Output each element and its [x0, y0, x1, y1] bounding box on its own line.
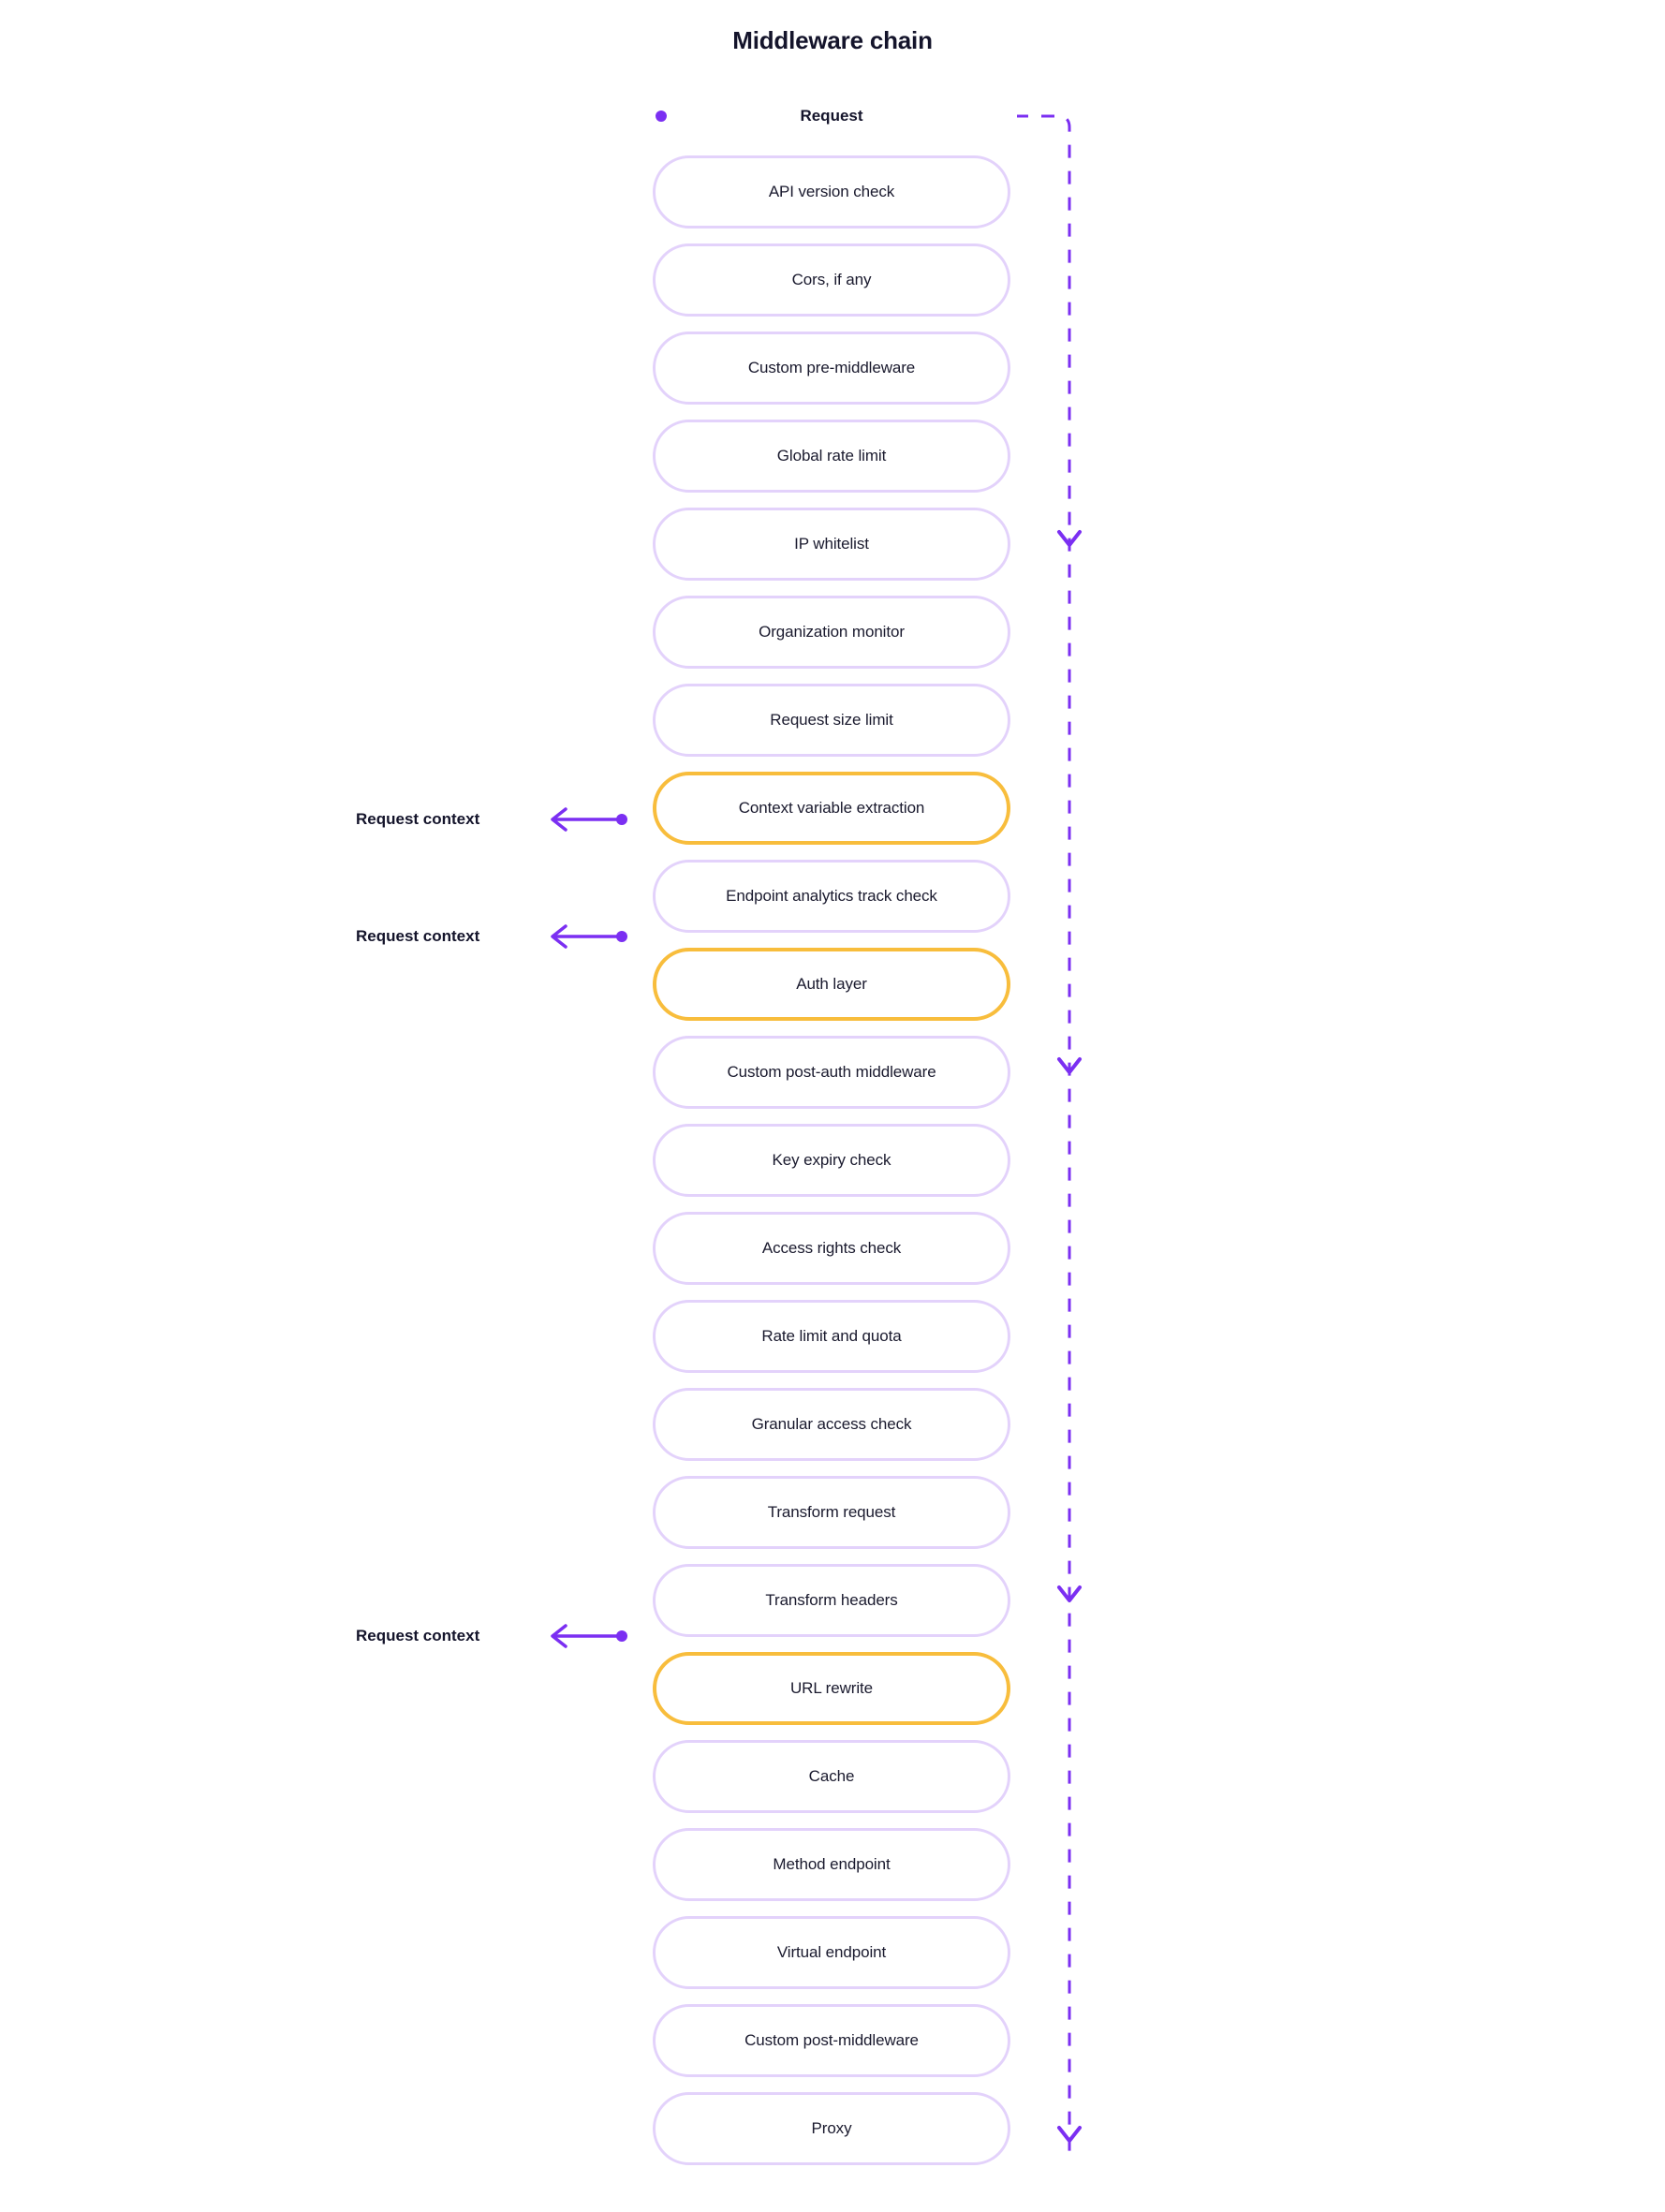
node-label: IP whitelist	[794, 535, 869, 553]
node-label: Endpoint analytics track check	[726, 887, 937, 905]
node-label: API version check	[768, 183, 895, 200]
annotation-label: Request context	[356, 1627, 480, 1644]
middleware-node-highlighted[interactable]: Auth layer	[653, 948, 1010, 1021]
middleware-node[interactable]: Endpoint analytics track check	[653, 860, 1010, 933]
node-label: Custom post-auth middleware	[727, 1063, 936, 1081]
middleware-node-highlighted[interactable]: Context variable extraction	[653, 772, 1010, 845]
annotation-request-context: Request context	[356, 922, 637, 951]
node-label: Virtual endpoint	[776, 1943, 887, 1961]
middleware-node[interactable]: Cache	[653, 1740, 1010, 1813]
middleware-node[interactable]: Method endpoint	[653, 1828, 1010, 1901]
node-label: Cache	[808, 1767, 855, 1785]
node-label: Transform headers	[765, 1591, 898, 1609]
middleware-node[interactable]: Custom pre-middleware	[653, 332, 1010, 405]
middleware-node-highlighted[interactable]: URL rewrite	[653, 1652, 1010, 1725]
middleware-node[interactable]: Global rate limit	[653, 420, 1010, 493]
node-label: Custom pre-middleware	[747, 359, 916, 376]
annotation-request-context: Request context	[356, 1622, 637, 1650]
node-label: Context variable extraction	[738, 799, 925, 817]
middleware-node[interactable]: Organization monitor	[653, 596, 1010, 669]
node-label: URL rewrite	[789, 1679, 873, 1697]
node-label: Method endpoint	[773, 1855, 891, 1873]
node-label: Access rights check	[761, 1239, 902, 1257]
middleware-node[interactable]: Rate limit and quota	[653, 1300, 1010, 1373]
arrow-down-icon	[1057, 2126, 1082, 2143]
middleware-node[interactable]: Access rights check	[653, 1212, 1010, 1285]
middleware-node[interactable]: API version check	[653, 155, 1010, 229]
node-label: Request size limit	[770, 711, 893, 729]
middleware-node[interactable]: Virtual endpoint	[653, 1916, 1010, 1989]
node-label: Auth layer	[796, 975, 867, 993]
node-label: Custom post-middleware	[744, 2031, 919, 2049]
annotation-request-context: Request context	[356, 805, 637, 833]
middleware-node[interactable]: Custom post-auth middleware	[653, 1036, 1010, 1109]
annotation-label: Request context	[356, 927, 480, 945]
middleware-node[interactable]: Proxy	[653, 2092, 1010, 2165]
arrow-down-icon	[1057, 1585, 1082, 1602]
dot-marker-icon	[656, 111, 667, 122]
middleware-node[interactable]: Granular access check	[653, 1388, 1010, 1461]
arrow-down-icon	[1057, 1057, 1082, 1074]
annotation-label: Request context	[356, 810, 480, 828]
request-label: Request	[646, 102, 1017, 130]
node-label: Cors, if any	[791, 271, 872, 288]
node-label: Transform request	[767, 1503, 896, 1521]
middleware-node[interactable]: Key expiry check	[653, 1124, 1010, 1197]
node-label: Rate limit and quota	[761, 1327, 902, 1345]
node-label: Global rate limit	[776, 447, 887, 465]
middleware-node[interactable]: IP whitelist	[653, 508, 1010, 581]
node-label: Proxy	[811, 2119, 852, 2137]
middleware-node[interactable]: Cors, if any	[653, 243, 1010, 317]
middleware-node-list: API version check Cors, if any Custom pr…	[653, 155, 1010, 2180]
page-title: Middleware chain	[732, 26, 933, 54]
node-label: Granular access check	[751, 1415, 912, 1433]
node-label: Organization monitor	[759, 623, 905, 641]
middleware-node[interactable]: Request size limit	[653, 684, 1010, 757]
middleware-node[interactable]: Custom post-middleware	[653, 2004, 1010, 2077]
middleware-node[interactable]: Transform request	[653, 1476, 1010, 1549]
node-label: Key expiry check	[772, 1151, 891, 1169]
middleware-node[interactable]: Transform headers	[653, 1564, 1010, 1637]
arrow-down-icon	[1057, 530, 1082, 547]
request-entry-row: Request	[646, 102, 1073, 130]
